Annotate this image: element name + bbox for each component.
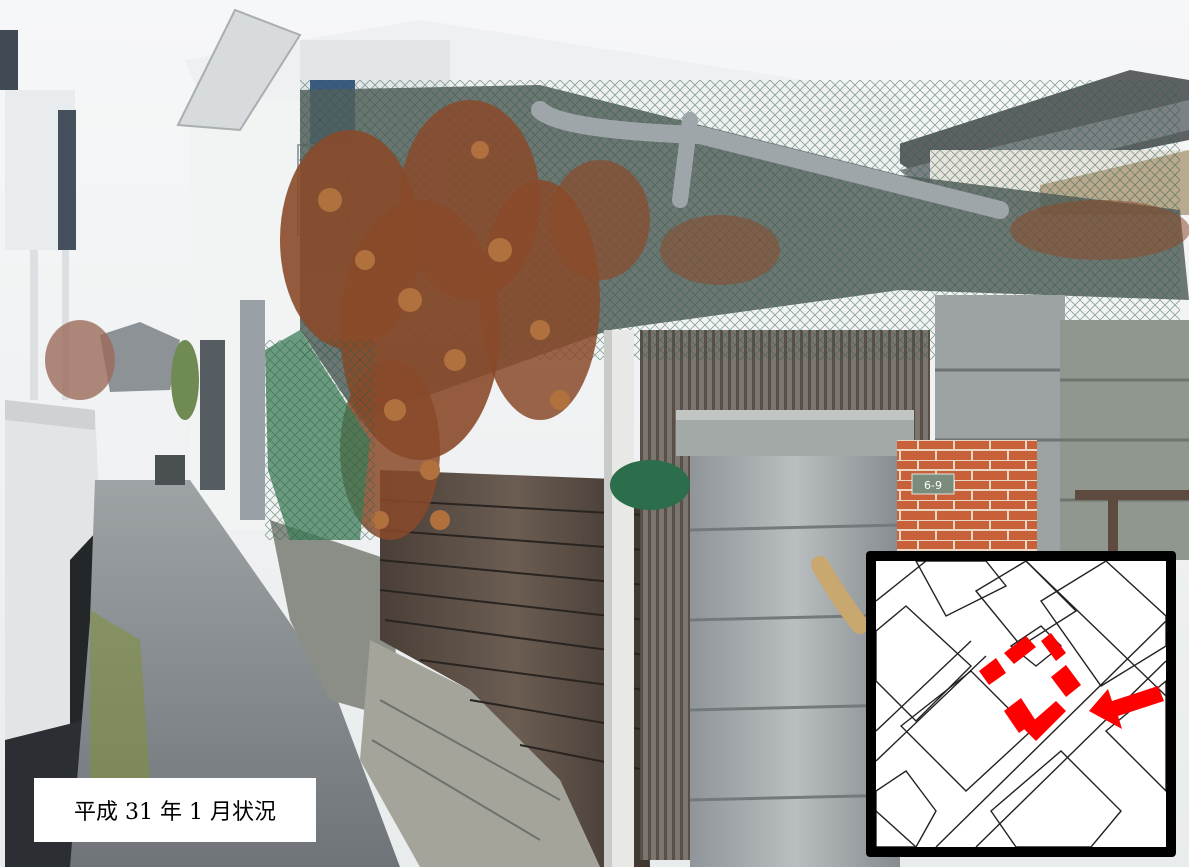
photo-caption: 平成 31 年 1 月状況 bbox=[34, 778, 316, 842]
highlighted-building bbox=[979, 633, 1081, 741]
caption-text: 平成 31 年 1 月状況 bbox=[74, 800, 276, 825]
address-plate: 6-9 bbox=[924, 479, 942, 492]
location-arrow-icon bbox=[1089, 686, 1164, 729]
map-drawing bbox=[876, 561, 1166, 847]
map-canvas bbox=[876, 561, 1166, 847]
map-border bbox=[872, 557, 1170, 851]
location-map-inset bbox=[866, 551, 1176, 857]
